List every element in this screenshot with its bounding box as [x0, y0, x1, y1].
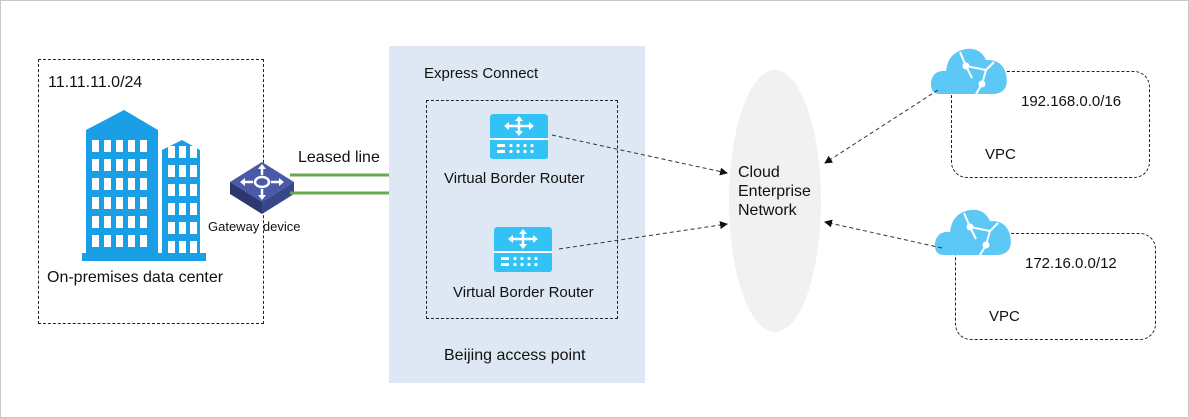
building-window [92, 235, 99, 247]
building-window [168, 184, 175, 196]
vpc-label-1: VPC [985, 146, 1016, 163]
building-window [104, 140, 111, 152]
building-window [140, 197, 147, 209]
vbr1-to-cen-link [551, 134, 728, 176]
gateway-device-icon [230, 162, 294, 214]
building-window [104, 178, 111, 190]
cen-label: Cloud Enterprise Network [738, 163, 811, 220]
building-window [116, 216, 123, 228]
building-window [168, 222, 175, 234]
building-window [168, 146, 175, 158]
building-window [92, 159, 99, 171]
building-window [179, 165, 186, 177]
cen-label-line-2: Enterprise [738, 183, 811, 200]
building-window [140, 235, 147, 247]
data-center-subnet: 11.11.11.0/24 [48, 74, 143, 91]
virtual-router-icon [494, 227, 552, 272]
virtual-border-router-label-1: Virtual Border Router [444, 170, 585, 187]
building-window [104, 235, 111, 247]
building-window [128, 235, 135, 247]
building-window [179, 241, 186, 253]
vpc-cidr-1: 192.168.0.0/16 [1021, 93, 1122, 110]
vpc-cidr-2: 172.16.0.0/12 [1025, 255, 1117, 272]
building-window [92, 178, 99, 190]
data-center-label: On-premises data center [47, 269, 224, 286]
building-window [116, 140, 123, 152]
building-window [92, 140, 99, 152]
express-connect-title: Express Connect [424, 65, 539, 82]
building-window [190, 222, 197, 234]
building-window [128, 216, 135, 228]
virtual-border-router-group [426, 100, 618, 319]
building-window [128, 140, 135, 152]
cen-label-line-3: Network [738, 202, 797, 219]
vpc-label-2: VPC [989, 308, 1020, 325]
vbr2-to-cen-link [558, 221, 728, 250]
building-window [190, 184, 197, 196]
leased-line-label: Leased line [298, 149, 380, 166]
express-connect-region [389, 46, 645, 383]
building-window [116, 159, 123, 171]
building-window [179, 222, 186, 234]
building-window [104, 197, 111, 209]
building-icon [82, 110, 206, 261]
building-window [92, 197, 99, 209]
building-window [179, 184, 186, 196]
cen-ellipse [729, 70, 821, 332]
vpc-boundary-2 [955, 233, 1156, 340]
building-window [128, 197, 135, 209]
building-window [190, 203, 197, 215]
vpc1-to-cen-link [824, 89, 939, 164]
vpc-cloud-icon [934, 209, 1011, 256]
building-window [128, 178, 135, 190]
building-window [116, 197, 123, 209]
building-window [168, 203, 175, 215]
building-window [190, 165, 197, 177]
building-window [190, 146, 197, 158]
building-window [140, 216, 147, 228]
vpc2-to-cen-link [824, 219, 943, 249]
building-window [179, 203, 186, 215]
building-window [168, 241, 175, 253]
virtual-border-router-label-2: Virtual Border Router [453, 284, 594, 301]
building-window [140, 140, 147, 152]
building-window [92, 216, 99, 228]
access-point-label: Beijing access point [444, 347, 586, 364]
cen-label-line-1: Cloud [738, 164, 780, 181]
building-window [190, 241, 197, 253]
building-window [179, 146, 186, 158]
building-window [140, 159, 147, 171]
virtual-router-icon [490, 114, 548, 159]
building-window [140, 178, 147, 190]
vpc-cloud-icon [930, 48, 1007, 95]
gateway-device-label: Gateway device [208, 219, 301, 234]
building-window [116, 235, 123, 247]
building-window [128, 159, 135, 171]
vpc-boundary-1 [951, 71, 1150, 178]
building-window [168, 165, 175, 177]
building-window [104, 216, 111, 228]
building-window [104, 159, 111, 171]
building-window [116, 178, 123, 190]
